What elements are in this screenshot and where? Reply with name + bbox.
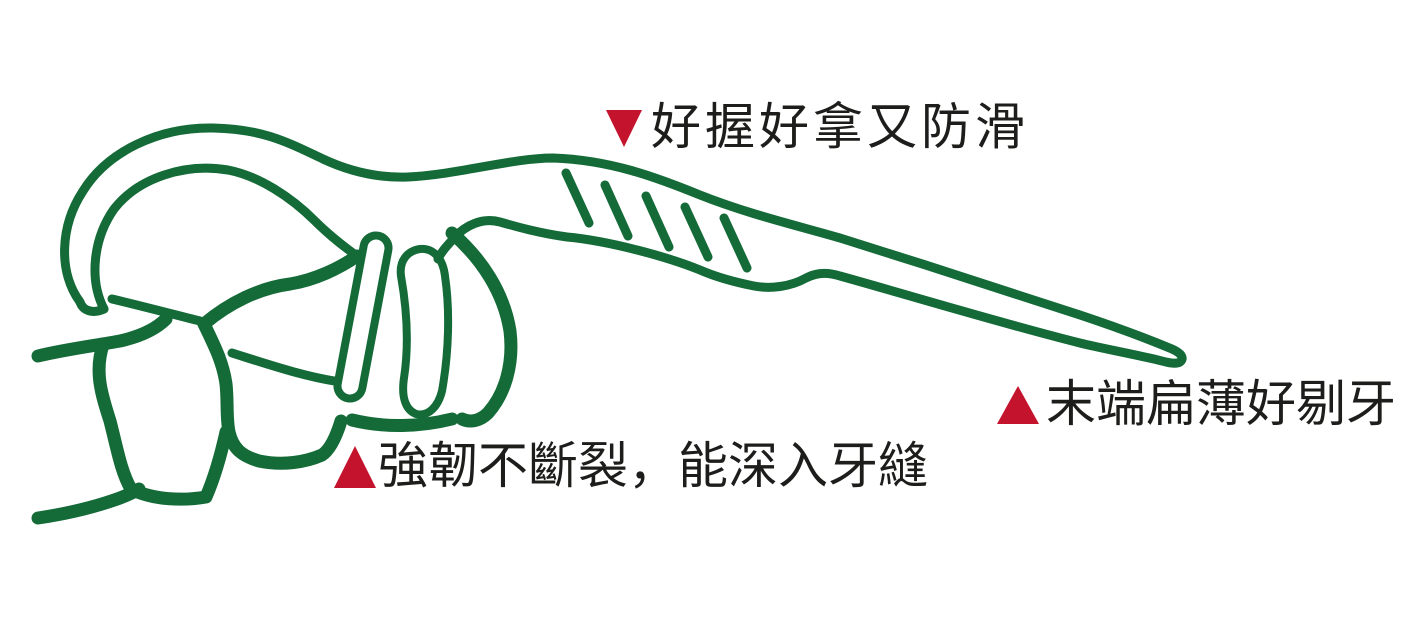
tooth-right-bottom-line xyxy=(345,412,459,433)
annotation-grip-label: 好握好拿又防滑 xyxy=(651,97,1029,156)
annotation-tip: 末端扁薄好剔牙 xyxy=(997,378,1396,430)
tooth-middle-outline xyxy=(197,317,348,470)
pick-body-outline xyxy=(60,123,1187,368)
tooth-middle-crown xyxy=(197,249,364,331)
tooth-left-outline xyxy=(92,338,233,506)
annotation-strength-label: 強韌不斷裂，能深入牙縫 xyxy=(378,436,928,495)
annotation-grip: 好握好拿又防滑 xyxy=(606,101,1029,153)
teeth-outlines xyxy=(31,226,518,525)
handle-grip-lines xyxy=(561,168,752,273)
tooth-right-outline xyxy=(445,226,518,428)
annotation-tip-label: 末端扁薄好剔牙 xyxy=(1046,374,1396,433)
floss-strand-lower xyxy=(227,348,346,387)
triangle-down-icon xyxy=(606,109,642,147)
annotation-strength: 強韌不斷裂，能深入牙縫 xyxy=(334,436,928,495)
pick-bow-tip-cap xyxy=(75,297,109,316)
floss-strand-upper xyxy=(107,294,205,326)
pick-bow-inner-edge xyxy=(90,163,362,314)
fork-prong-left xyxy=(333,231,393,403)
fork-prong-right xyxy=(396,244,453,419)
gum-line-upper xyxy=(31,312,173,363)
triangle-up-icon xyxy=(334,446,376,488)
triangle-up-icon xyxy=(997,386,1039,424)
gum-line-lower xyxy=(31,482,146,525)
